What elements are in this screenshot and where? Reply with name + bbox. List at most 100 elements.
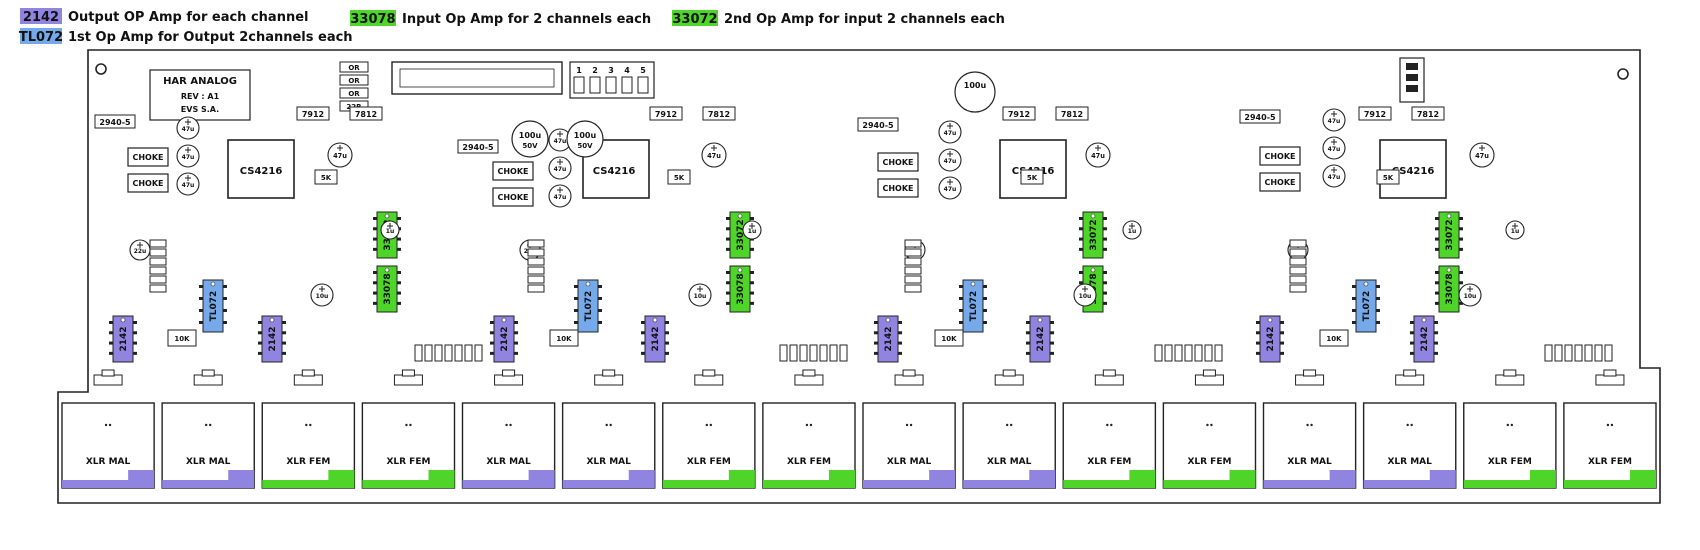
resistor-bank-7 [839, 344, 848, 362]
ic-2142-b-label: 2142 [1036, 326, 1046, 351]
xlr-connector-5: XLR MAL [461, 369, 556, 489]
resistor-array-2 [527, 248, 545, 257]
resistor-array-5 [1289, 275, 1307, 284]
legend-item-tl072: TL072 1st Op Amp for Output 2channels ea… [19, 28, 353, 45]
regulator-7812-label: 7812 [355, 110, 377, 119]
resistor-array-1 [1289, 239, 1307, 248]
resistor-bank-5 [1194, 344, 1203, 362]
resistor-5k: 5K [667, 169, 691, 185]
ic-tl072: TL072 [1352, 279, 1380, 333]
resistor-bank-2 [1164, 344, 1173, 362]
resistor-bank-7 [1604, 344, 1613, 362]
or-resistor-stack: OR OR OR 22R [339, 61, 369, 112]
resistor-bank-7 [474, 344, 483, 362]
xlr-connector-16: XLR FEM [1563, 369, 1657, 489]
legend-swatch-33072 [672, 10, 718, 26]
display-window [391, 61, 563, 95]
resistor-array-4 [904, 266, 922, 275]
cap-47u-reg-value: 47u [707, 152, 721, 160]
ic-2142-b-label: 2142 [1420, 326, 1430, 351]
xlr-connector-label: XLR MAL [486, 457, 531, 467]
resistor-array-4 [149, 266, 167, 275]
resistor-bank-6 [1594, 344, 1603, 362]
xlr-connector-14: XLR MAL [1362, 369, 1457, 489]
cap-10u-value: 10u [694, 293, 707, 300]
cap-1u: 1u [742, 220, 762, 240]
cap-47u-reg-value: 47u [1475, 152, 1489, 160]
ic-33078: 33078 [1435, 265, 1463, 313]
cap-47u-col-2: 47u [1322, 136, 1346, 160]
or-label-3: OR [348, 90, 360, 98]
ic-2142-a-label: 2142 [119, 326, 129, 351]
resistor-bank-1 [414, 344, 423, 362]
regulator-2940-5: 2940-5 [857, 117, 899, 132]
switch-number-5: 5 [640, 66, 646, 75]
choke-label-1: CHOKE [132, 153, 163, 162]
regulator-2940-5-label: 2940-5 [862, 121, 894, 130]
legend-swatch-2142 [20, 8, 62, 24]
regulator-2940-5-label: 2940-5 [462, 143, 494, 152]
xlr-connector-highlight-4 [362, 470, 455, 488]
xlr-connector-highlight-10 [963, 470, 1056, 488]
resistor-array-2 [904, 248, 922, 257]
resistor-bank-2 [1554, 344, 1563, 362]
resistor-bank-7 [1214, 344, 1223, 362]
resistor-bank-1 [1544, 344, 1553, 362]
cap-47u-col-2-value: 47u [1328, 146, 1341, 153]
resistor-5k-value: 5K [1383, 174, 1394, 182]
ic-2142-a: 2142 [109, 315, 137, 363]
xlr-connector-15: XLR FEM [1463, 369, 1557, 489]
legend-text-33078: Input Op Amp for 2 channels each [402, 12, 651, 27]
cap-22u-value: 22u [134, 248, 147, 255]
xlr-connector-label: XLR MAL [1287, 457, 1332, 467]
regulator-7912-label: 7912 [1008, 110, 1030, 119]
converter-chip-label: CS4216 [1392, 166, 1435, 177]
cap-1u-value: 1u [1128, 228, 1136, 235]
legend-item-33072: 33072 2nd Op Amp for input 2 channels ea… [672, 10, 1005, 27]
resistor-bank-3 [799, 344, 808, 362]
resistor-bank-4 [1574, 344, 1583, 362]
cap-47u-reg-value: 47u [1091, 152, 1105, 160]
cap-47u-col-3: 47u [176, 172, 200, 196]
resistor-bank-5 [1584, 344, 1593, 362]
legend-item-2142: 2142 Output OP Amp for each channel [20, 8, 308, 25]
ic-33078-label: 33078 [383, 273, 393, 304]
xlr-connector-label: XLR MAL [1387, 457, 1432, 467]
cap-10u: 10u [1073, 283, 1097, 307]
switch-number-1: 1 [576, 66, 582, 75]
xlr-connector-2: XLR MAL [161, 369, 255, 489]
choke-1: CHOKE [1259, 146, 1301, 166]
xlr-connector-10: XLR MAL [962, 369, 1056, 489]
choke-2: CHOKE [1259, 172, 1301, 192]
cap-47u-col-2: 47u [938, 148, 962, 172]
regulator-7912: 7912 [296, 106, 330, 121]
resistor-bank-1 [779, 344, 788, 362]
cap-47u-col-1-value: 47u [182, 126, 195, 133]
resistor-5k-value: 5K [674, 174, 685, 182]
regulator-7812-label: 7812 [1061, 110, 1083, 119]
board-company: EVS S.A. [181, 105, 219, 114]
resistor-10k: 10K [167, 329, 197, 347]
dip-switch: 1 2 3 4 5 [569, 61, 655, 99]
resistor-array-6 [149, 284, 167, 293]
cap-10u-value: 10u [1079, 293, 1092, 300]
xlr-connector-label: XLR MAL [186, 457, 231, 467]
xlr-connector-label: XLR FEM [286, 457, 330, 467]
resistor-array-1 [149, 239, 167, 248]
cap-47u-col-3-value: 47u [554, 194, 567, 201]
xlr-connector-label: XLR FEM [1187, 457, 1231, 467]
choke-1: CHOKE [492, 161, 534, 181]
ic-33078: 33078 [373, 265, 401, 313]
ic-tl072-label: TL072 [969, 291, 979, 322]
ic-33078-label: 33078 [736, 273, 746, 304]
xlr-connector-4: XLR FEM [361, 369, 456, 489]
choke-1: CHOKE [127, 147, 169, 167]
resistor-10k-value: 10K [556, 335, 572, 343]
xlr-connector-7: XLR FEM [662, 369, 756, 489]
channel-section-3: 79127812CS42162940-5CHOKECHOKE47u47u47u5… [857, 106, 1223, 363]
cap-100u-50v-1-value: 100u [519, 131, 542, 140]
cap-47u-col-2-value: 47u [944, 158, 957, 165]
ic-2142-a-label: 2142 [884, 326, 894, 351]
legend-item-33078: 33078 Input Op Amp for 2 channels each [350, 10, 651, 27]
